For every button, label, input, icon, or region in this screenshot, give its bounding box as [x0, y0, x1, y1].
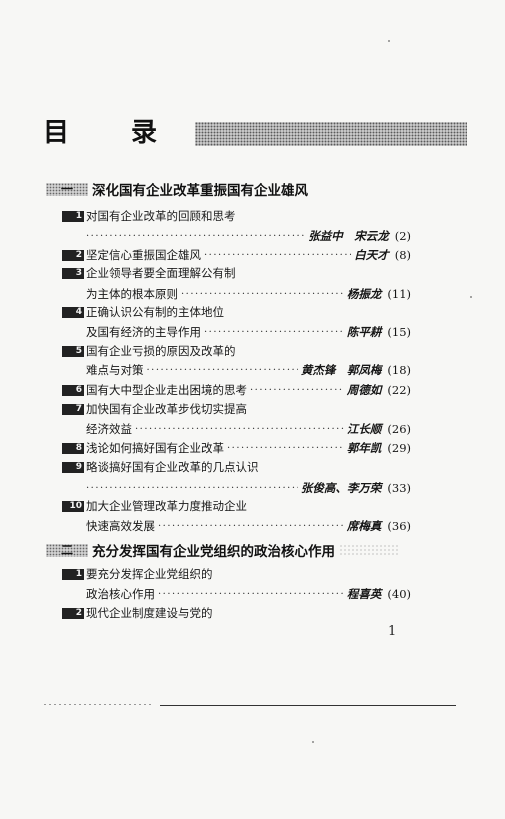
scan-speck — [388, 40, 390, 42]
entry-title: 加大企业管理改革力度推动企业 — [86, 499, 247, 513]
footer-rule — [160, 705, 456, 706]
entry-line: 张俊高、李万荣 (33) — [86, 480, 411, 496]
entry-title: 加快国有企业改革步伐切实提高 — [86, 402, 247, 416]
entry-title-continued: 快速高效发展 — [86, 519, 155, 533]
entry-title: 要充分发挥企业党组织的 — [86, 567, 213, 581]
entry-title: 对国有企业改革的回顾和思考 — [86, 209, 236, 223]
entry-title-continued: 经济效益 — [86, 422, 132, 436]
title-halftone-band — [195, 122, 467, 146]
section-header-2: 二 充分发挥国有企业党组织的政治核心作用 — [46, 540, 399, 560]
dot-leader — [158, 589, 344, 600]
entry-title: 国有大中型企业走出困境的思考 — [86, 383, 247, 397]
entry-number-badge: 2 — [62, 608, 84, 619]
entry-title: 略谈搞好国有企业改革的几点认识 — [86, 460, 259, 474]
entry-page: (11) — [387, 287, 411, 301]
entry-title: 现代企业制度建设与党的 — [86, 606, 213, 620]
entry-page: (26) — [387, 422, 411, 436]
toc-title: 目 录 — [43, 118, 467, 148]
entry-page: (2) — [394, 229, 411, 243]
scan-speck — [470, 296, 472, 298]
entry-number-badge: 4 — [62, 307, 84, 318]
section-number-band: 二 — [46, 543, 88, 557]
title-char-2: 录 — [131, 118, 158, 148]
entry-author: 白天才 — [354, 248, 389, 262]
entry-line: 浅论如何搞好国有企业改革 郭年凯 (29) — [86, 440, 411, 456]
entry-number-badge: 8 — [62, 443, 84, 454]
dot-leader — [250, 385, 344, 396]
section-title: 充分发挥国有企业党组织的政治核心作用 — [92, 544, 335, 560]
entry-title: 坚定信心重振国企雄风 — [86, 248, 201, 262]
section-number-band: 一 — [46, 182, 88, 196]
entry-author: 张俊高、李万荣 — [300, 481, 382, 495]
entry-author: 江长顺 — [346, 422, 382, 436]
entry-page: (22) — [387, 383, 411, 397]
entry-author: 程喜英 — [346, 587, 382, 601]
entry-number-badge: 6 — [62, 385, 84, 396]
entry-leader-line: 张益中 宋云龙 (2) — [86, 228, 411, 244]
footer-dashed-rule — [44, 704, 154, 705]
dot-leader — [181, 289, 344, 300]
dot-leader — [135, 424, 344, 435]
entry-number-badge: 1 — [62, 211, 84, 222]
entry-line: 坚定信心重振国企雄风 白天才 (8) — [86, 247, 411, 263]
entry-page: (15) — [387, 325, 411, 339]
entry-number-badge: 5 — [62, 346, 84, 357]
entry-page: (29) — [387, 441, 411, 455]
entry-title: 国有企业亏损的原因及改革的 — [86, 344, 236, 358]
section-halftone-fade — [339, 544, 399, 556]
entry-title: 企业领导者要全面理解公有制 — [86, 266, 236, 280]
entry-number-badge: 3 — [62, 268, 84, 279]
entry-author: 黄杰锋 郭凤梅 — [300, 363, 382, 377]
entry-title-continued: 政治核心作用 — [86, 587, 155, 601]
page-number: 1 — [388, 624, 397, 639]
dot-leader — [86, 483, 298, 494]
entry-page: (8) — [394, 248, 411, 262]
entry-author: 杨振龙 — [346, 287, 382, 301]
entry-line: 政治核心作用 程喜英 (40) — [86, 586, 411, 602]
dot-leader — [158, 521, 344, 532]
entry-title-continued: 及国有经济的主导作用 — [86, 325, 201, 339]
entry-author: 张益中 宋云龙 — [308, 229, 389, 243]
entry-page: (33) — [387, 481, 411, 495]
section-header-1: 一 深化国有企业改革重振国有企业雄风 — [46, 179, 308, 199]
entry-title: 正确认识公有制的主体地位 — [86, 305, 224, 319]
entry-line: 难点与对策 黄杰锋 郭凤梅 (18) — [86, 362, 411, 378]
entry-line: 及国有经济的主导作用 陈平耕 (15) — [86, 324, 411, 340]
entry-page: (36) — [387, 519, 411, 533]
entry-page: (18) — [387, 363, 411, 377]
entry-number-badge: 7 — [62, 404, 84, 415]
entry-title: 浅论如何搞好国有企业改革 — [86, 441, 224, 455]
entry-number-badge: 2 — [62, 250, 84, 261]
scan-speck — [312, 741, 314, 743]
dot-leader — [147, 365, 298, 376]
entry-title-continued: 为主体的根本原则 — [86, 287, 178, 301]
entry-page: (40) — [387, 587, 411, 601]
title-char-1: 目 — [43, 118, 70, 148]
entry-line: 快速高效发展 席梅真 (36) — [86, 518, 411, 534]
dot-leader — [227, 443, 344, 454]
entry-number-badge: 1 — [62, 569, 84, 580]
entry-line: 为主体的根本原则 杨振龙 (11) — [86, 286, 411, 302]
dot-leader — [204, 250, 351, 261]
entry-number-badge: 10 — [62, 501, 84, 512]
entry-author: 陈平耕 — [346, 325, 382, 339]
entry-author: 席梅真 — [346, 519, 382, 533]
entry-author: 郭年凯 — [346, 441, 382, 455]
entry-number-badge: 9 — [62, 462, 84, 473]
entry-line: 国有大中型企业走出困境的思考 周德如 (22) — [86, 382, 411, 398]
entry-line: 经济效益 江长顺 (26) — [86, 421, 411, 437]
entry-title-continued: 难点与对策 — [86, 363, 144, 377]
dot-leader — [86, 231, 305, 242]
entry-author: 周德如 — [346, 383, 382, 397]
section-title: 深化国有企业改革重振国有企业雄风 — [92, 183, 308, 199]
dot-leader — [204, 327, 344, 338]
